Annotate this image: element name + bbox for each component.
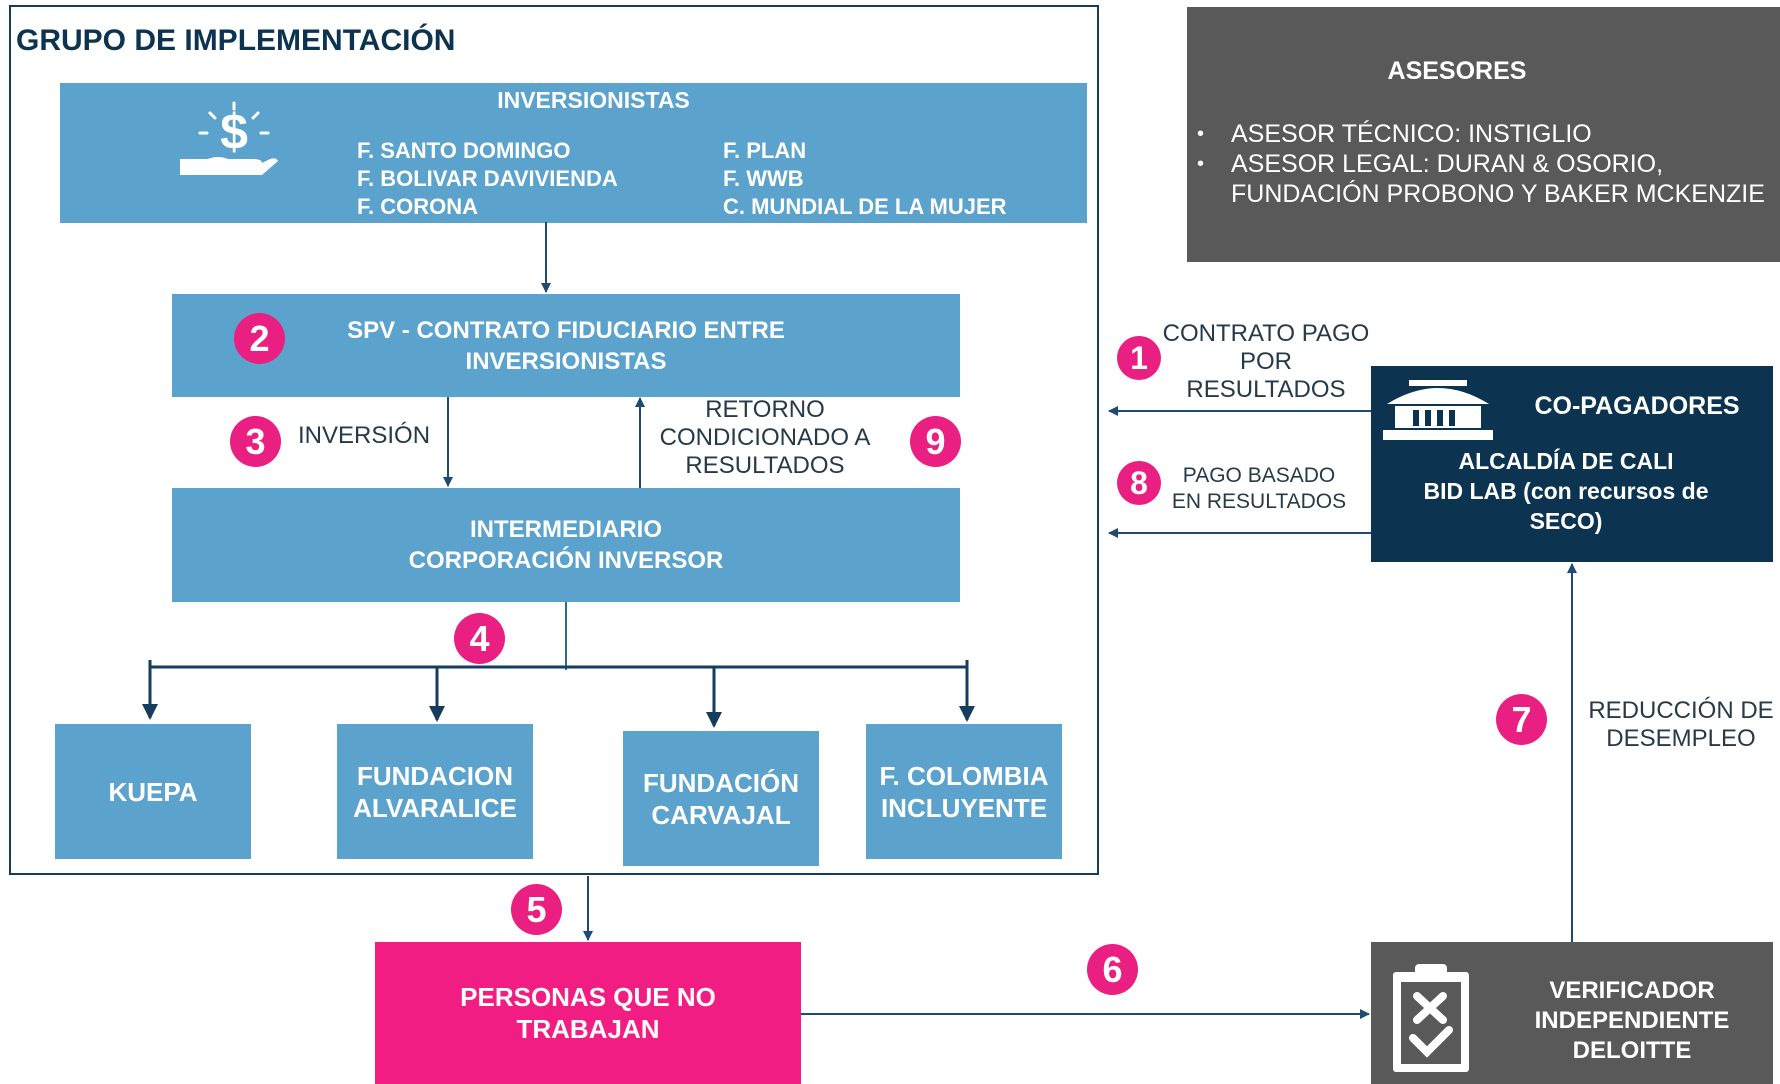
- svg-text:$: $: [220, 104, 248, 160]
- money-hand-icon: $: [178, 101, 288, 181]
- step-badge-6: 6: [1087, 944, 1138, 995]
- provider-name: KUEPA: [108, 776, 198, 807]
- intermediary-title-line: CORPORACIÓN INVERSOR: [408, 547, 724, 574]
- advisors-box: ASESORES • ASESOR TÉCNICO: INSTIGLIO • A…: [1187, 7, 1780, 262]
- advisor-text: ASESOR TÉCNICO: INSTIGLIO: [1231, 120, 1592, 148]
- payment-line: PAGO BASADO: [1182, 464, 1336, 487]
- implementation-group-title: GRUPO DE IMPLEMENTACIÓN: [16, 24, 456, 57]
- intermediary-title-line: INTERMEDIARIO: [470, 516, 662, 543]
- investor-name: F. SANTO DOMINGO: [357, 138, 571, 163]
- implementation-group-frame: [9, 5, 1099, 875]
- inversion-label: INVERSIÓN: [298, 422, 431, 449]
- investor-name: C. MUNDIAL DE LA MUJER: [723, 194, 1007, 219]
- advisor-text: ASESOR LEGAL: DURAN & OSORIO,: [1231, 150, 1664, 178]
- step-badge-1: 1: [1117, 336, 1161, 380]
- copayers-members: ALCALDÍA DE CALI BID LAB (con recursos d…: [1371, 446, 1761, 536]
- provider-box-alvaralice: FUNDACION ALVARALICE: [337, 724, 533, 859]
- step-badge-2: 2: [234, 313, 285, 364]
- provider-name: CARVAJAL: [651, 799, 791, 830]
- reduction-line: REDUCCIÓN DE: [1588, 697, 1774, 724]
- copayer-name: ALCALDÍA DE CALI: [1458, 448, 1674, 474]
- intermediary-box: INTERMEDIARIO CORPORACIÓN INVERSOR: [172, 488, 960, 602]
- verifier-line: INDEPENDIENTE: [1534, 1007, 1730, 1034]
- step-badge-9: 9: [910, 416, 961, 467]
- provider-box-colombia-incluyente: F. COLOMBIA INCLUYENTE: [866, 724, 1062, 859]
- spv-box: SPV - CONTRATO FIDUCIARIO ENTRE INVERSIO…: [172, 294, 960, 397]
- investors-column-2: F. PLAN F. WWB C. MUNDIAL DE LA MUJER: [723, 137, 1007, 221]
- investor-name: F. WWB: [723, 166, 804, 191]
- retorno-line: CONDICIONADO A: [659, 424, 871, 451]
- provider-name: INCLUYENTE: [880, 792, 1048, 823]
- bullet-icon: •: [1197, 153, 1205, 175]
- copayers-title: CO-PAGADORES: [1534, 392, 1740, 420]
- beneficiaries-line: TRABAJAN: [516, 1014, 660, 1044]
- advisor-item: • ASESOR TÉCNICO: INSTIGLIO: [1197, 119, 1765, 149]
- bullet-icon: •: [1197, 123, 1205, 145]
- copayers-box: CO-PAGADORES ALCALDÍA DE CALI BID LAB (c…: [1371, 366, 1773, 562]
- verifier-text: VERIFICADOR INDEPENDIENTE DELOITTE: [1501, 976, 1763, 1066]
- clipboard-check-icon: [1387, 964, 1475, 1074]
- investors-title: INVERSIONISTAS: [497, 87, 690, 113]
- advisor-item: • ASESOR LEGAL: DURAN & OSORIO,: [1197, 149, 1765, 179]
- verifier-box: VERIFICADOR INDEPENDIENTE DELOITTE: [1371, 942, 1773, 1084]
- investor-name: F. BOLIVAR DAVIVIENDA: [357, 166, 618, 191]
- intermediary-distribution-lines: [142, 602, 975, 728]
- verifier-line: VERIFICADOR: [1549, 977, 1715, 1004]
- step-badge-4: 4: [454, 613, 505, 664]
- investor-name: F. CORONA: [357, 194, 478, 219]
- advisor-text: FUNDACIÓN PROBONO Y BAKER MCKENZIE: [1231, 180, 1765, 208]
- beneficiaries-line: PERSONAS QUE NO: [460, 982, 716, 1012]
- reduction-line: DESEMPLEO: [1606, 725, 1756, 752]
- provider-name: ALVARALICE: [353, 792, 517, 823]
- step-badge-3: 3: [230, 416, 281, 467]
- investor-name: F. PLAN: [723, 138, 807, 163]
- copayer-name: SECO): [1529, 508, 1603, 534]
- provider-name: FUNDACION: [357, 760, 513, 791]
- copayer-name: BID LAB (con recursos de: [1423, 478, 1709, 504]
- provider-box-kuepa: KUEPA: [55, 724, 251, 859]
- retorno-line: RETORNO: [705, 396, 825, 423]
- provider-name: FUNDACIÓN: [643, 767, 799, 798]
- verifier-line: DELOITTE: [1572, 1037, 1692, 1064]
- provider-box-carvajal: FUNDACIÓN CARVAJAL: [623, 731, 819, 866]
- spv-title-line: INVERSIONISTAS: [465, 347, 667, 375]
- advisors-title: ASESORES: [1387, 57, 1527, 85]
- provider-name: F. COLOMBIA: [879, 760, 1049, 791]
- retorno-label: RETORNO CONDICIONADO A RESULTADOS: [650, 396, 880, 480]
- contract-line: RESULTADOS: [1186, 376, 1346, 403]
- contract-label: CONTRATO PAGO POR RESULTADOS: [1160, 320, 1372, 404]
- payment-label: PAGO BASADO EN RESULTADOS: [1160, 463, 1358, 515]
- step-badge-7: 7: [1496, 694, 1547, 745]
- government-building-icon: [1383, 380, 1493, 442]
- retorno-line: RESULTADOS: [685, 452, 845, 479]
- advisors-list: • ASESOR TÉCNICO: INSTIGLIO • ASESOR LEG…: [1197, 119, 1765, 209]
- investors-box: INVERSIONISTAS $ F. SANTO DOMINGO F. BOL…: [60, 83, 1087, 223]
- reduction-label: REDUCCIÓN DE DESEMPLEO: [1585, 697, 1777, 753]
- step-badge-8: 8: [1117, 461, 1161, 505]
- payment-line: EN RESULTADOS: [1171, 490, 1347, 513]
- contract-line: POR: [1239, 348, 1292, 375]
- step-badge-5: 5: [511, 884, 562, 935]
- investors-column-1: F. SANTO DOMINGO F. BOLIVAR DAVIVIENDA F…: [357, 137, 618, 221]
- contract-line: CONTRATO PAGO: [1162, 320, 1370, 347]
- spv-title-line: SPV - CONTRATO FIDUCIARIO ENTRE: [347, 316, 785, 344]
- beneficiaries-box: PERSONAS QUE NO TRABAJAN: [375, 942, 801, 1084]
